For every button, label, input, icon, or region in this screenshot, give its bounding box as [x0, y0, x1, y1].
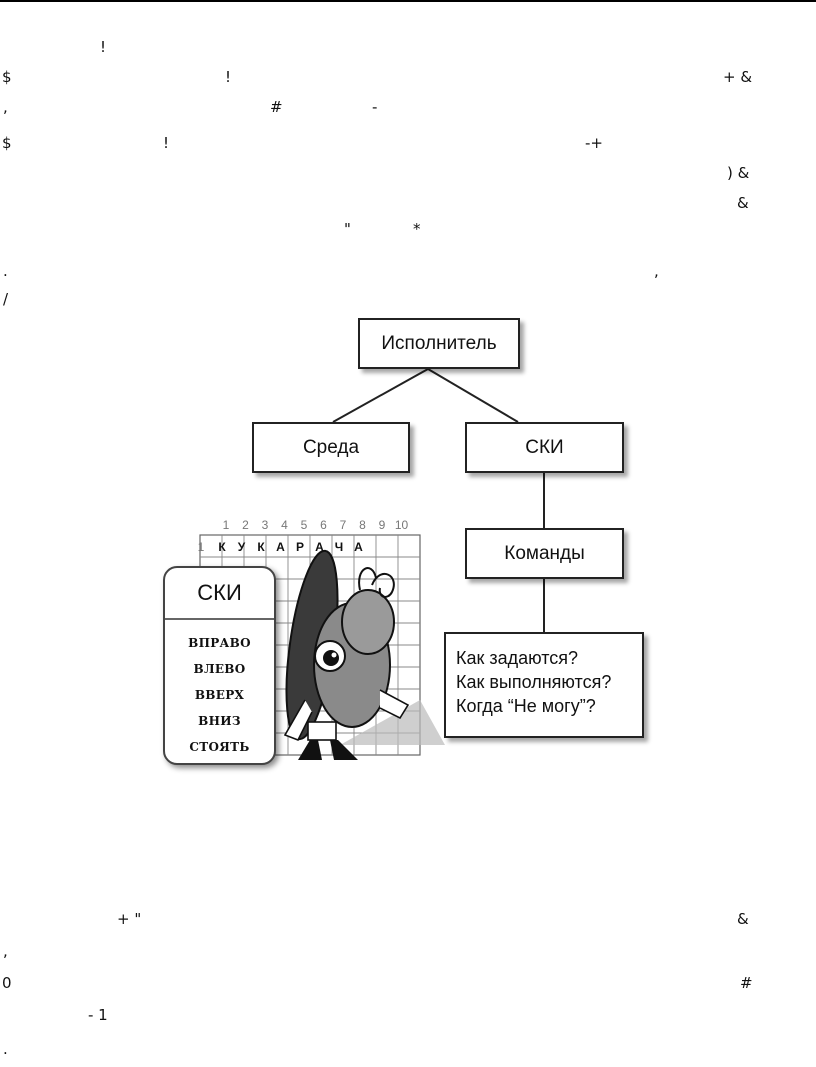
grid-col-label: 8	[359, 518, 366, 532]
grid-col-label: 5	[301, 518, 308, 532]
ski-card-divider	[165, 618, 274, 620]
connector-root-right	[427, 368, 519, 423]
grid-col-label: 9	[379, 518, 386, 532]
glyph-l2-1: !	[225, 68, 232, 86]
glyph-l3-0: ,	[3, 98, 8, 116]
connector-root-left	[332, 368, 429, 423]
glyph-l10-0: + "	[117, 910, 142, 928]
glyph-l14-0: .	[3, 1040, 8, 1058]
glyph-l12-0: 0	[2, 974, 12, 992]
ski-card-commands: ВПРАВО ВЛЕВО ВВЕРХ ВНИЗ СТОЯТЬ	[165, 630, 274, 760]
glyph-l11-0: ,	[3, 942, 8, 960]
top-rule	[0, 0, 816, 2]
glyph-l1-0: !	[100, 38, 107, 56]
grid-letter: А	[315, 540, 324, 554]
glyph-l4-2: -+	[585, 134, 603, 152]
glyph-l10-1: &	[737, 910, 749, 928]
glyph-l3-1: #	[270, 98, 283, 116]
grid-row-label: 1	[198, 540, 205, 554]
glyph-l4-0: $	[2, 134, 12, 152]
glyph-l7-1: *	[413, 220, 421, 238]
node-ski: СКИ	[465, 422, 624, 473]
grasshopper-character	[283, 549, 410, 760]
grid-letter: Ч	[335, 540, 343, 554]
command-stay: СТОЯТЬ	[189, 740, 250, 754]
node-root: Исполнитель	[358, 318, 520, 369]
grid-col-label: 6	[320, 518, 327, 532]
node-questions: Как задаются? Как выполняются? Когда “Не…	[444, 632, 644, 738]
glyph-l8-0: .	[3, 262, 8, 280]
grid-letter: У	[238, 540, 246, 554]
grid-col-label: 1	[223, 518, 230, 532]
command-right: ВПРАВО	[188, 636, 251, 650]
grid-letter: А	[276, 540, 285, 554]
grid-letter: К	[218, 540, 226, 554]
question-3: Когда “Не могу”?	[456, 696, 596, 716]
grid-letter: Р	[296, 540, 304, 554]
command-left: ВЛЕВО	[193, 662, 246, 676]
grid-col-label: 2	[242, 518, 249, 532]
question-1: Как задаются?	[456, 648, 579, 668]
command-up: ВВЕРХ	[194, 688, 245, 702]
glyph-l4-1: !	[163, 134, 170, 152]
glyph-l12-1: #	[740, 974, 753, 992]
glyph-l3-2: -	[372, 98, 378, 116]
glyph-l2-2: + &	[723, 68, 753, 86]
glyph-l8-1: ,	[654, 262, 659, 280]
glyph-l6-0: &	[737, 194, 749, 212]
command-down: ВНИЗ	[198, 714, 241, 728]
ski-command-card: СКИ ВПРАВО ВЛЕВО ВВЕРХ ВНИЗ СТОЯТЬ	[163, 566, 276, 765]
grid-col-label: 3	[262, 518, 269, 532]
grid-col-label: 4	[281, 518, 288, 532]
question-2: Как выполняются?	[456, 672, 612, 692]
glyph-l13-0: - 1	[88, 1006, 108, 1024]
glyph-l2-0: $	[2, 68, 12, 86]
bug-shadow	[340, 700, 445, 745]
glyph-l9-0: /	[3, 290, 9, 308]
grid-col-label: 7	[340, 518, 347, 532]
grid-letter: К	[257, 540, 265, 554]
glyph-l5-0: ) &	[727, 164, 750, 182]
ski-card-title: СКИ	[197, 580, 242, 605]
grid-col-label: 10	[395, 518, 409, 532]
glyph-l7-0: "	[344, 220, 351, 238]
grid-letter: А	[354, 540, 363, 554]
node-environment: Среда	[252, 422, 410, 473]
node-commands: Команды	[465, 528, 624, 579]
